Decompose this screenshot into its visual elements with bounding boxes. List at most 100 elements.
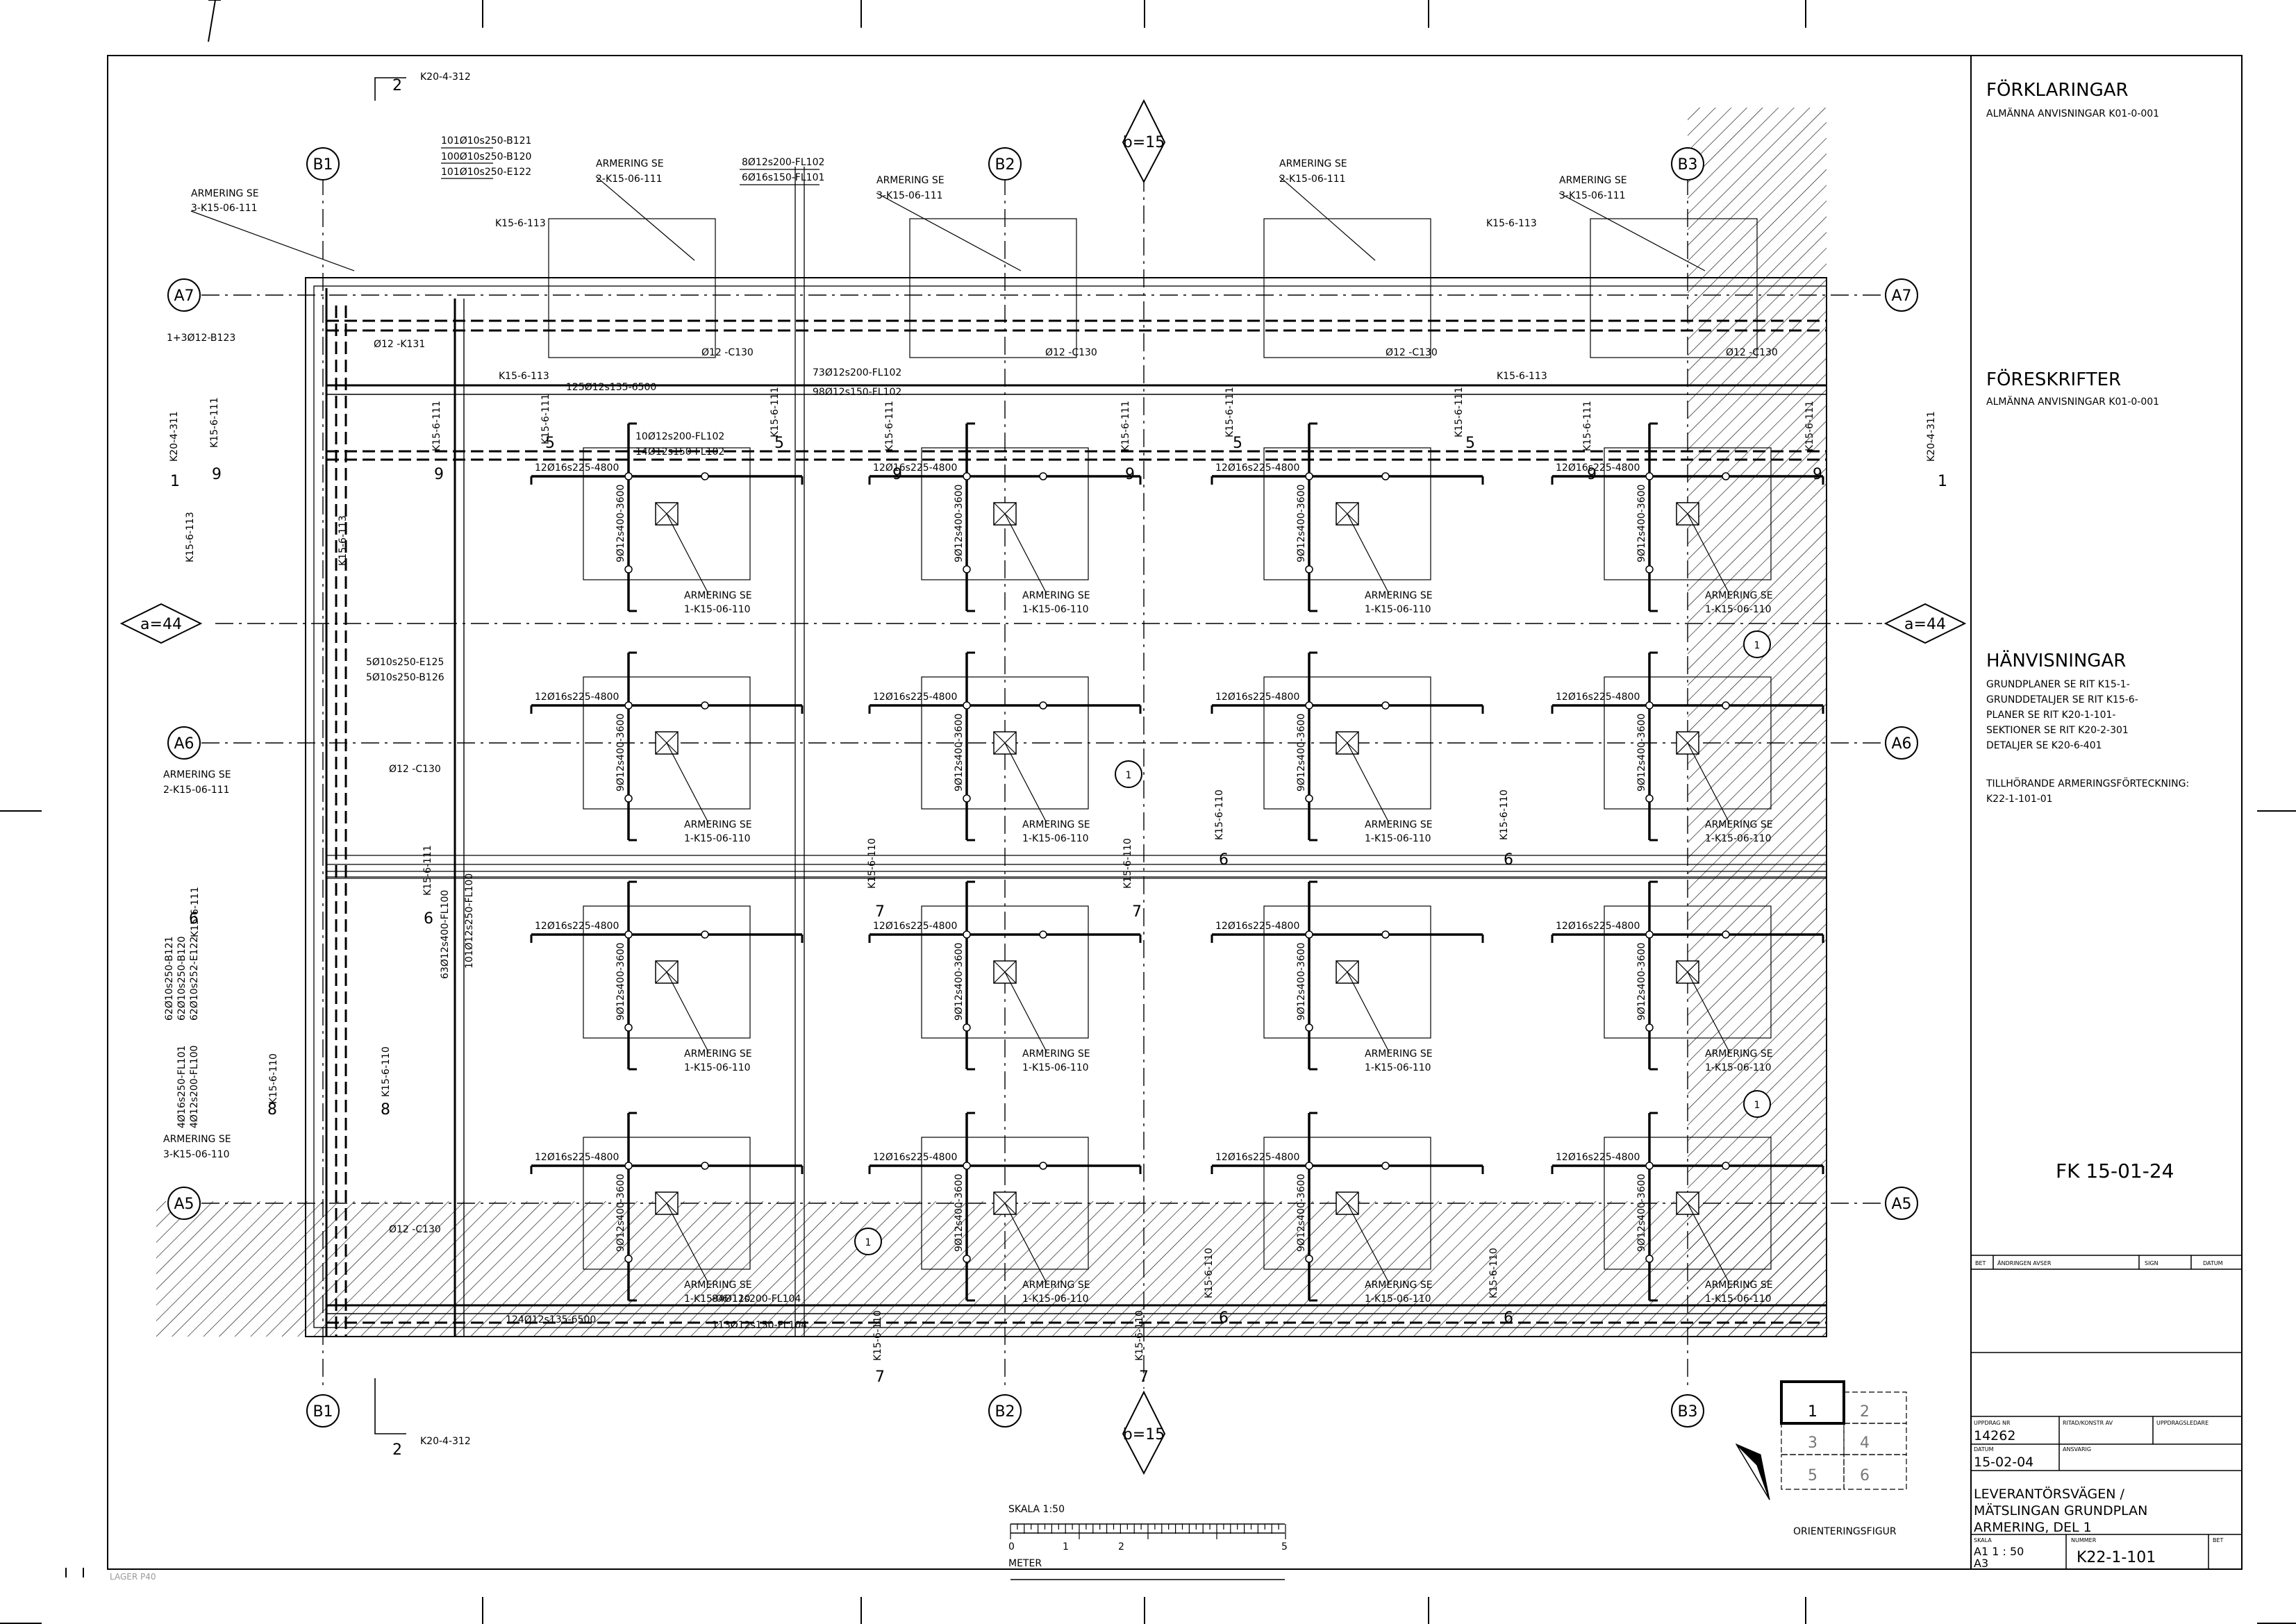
annotation: 62Ø10s250-B120: [176, 936, 188, 1021]
rebar-label: 12Ø16s225-4800: [1556, 1152, 1640, 1163]
rebar-label: 12Ø16s225-4800: [873, 462, 957, 474]
section-num: 8: [381, 1101, 390, 1119]
annotation: 5Ø10s250-B126: [366, 672, 444, 683]
section-num: 6: [1504, 1309, 1513, 1327]
scale-tick-label: 0: [1008, 1541, 1015, 1552]
annotation: K15-6-113: [499, 371, 549, 382]
panel-line: TILLHÖRANDE ARMERINGSFÖRTECKNING:: [1986, 777, 2189, 789]
annotation: K15-6-111: [540, 394, 551, 444]
rebar-label: 9Ø12s400-3600: [1636, 714, 1647, 792]
annotation: ARMERING SE: [1365, 1280, 1433, 1291]
annotation: K15-6-113: [495, 218, 546, 229]
section-num: 5: [545, 435, 555, 452]
annotation: ARMERING SE: [1365, 1048, 1433, 1060]
grid-label: A6: [1891, 735, 1911, 753]
tb-label: UPPDRAG NR: [1974, 1420, 2011, 1426]
tb-skala: A1 1 : 50: [1974, 1545, 2024, 1558]
grid-bubble-a6-right: A6: [1885, 726, 1918, 760]
grid-bubble-a5-left: A5: [167, 1187, 201, 1220]
section-num: 8: [267, 1101, 277, 1119]
section-num: 5: [1233, 435, 1242, 452]
annotation: K15-6-110: [1488, 1248, 1499, 1298]
grid-label: B2: [995, 156, 1015, 174]
annotation: 63Ø12s400-FL100: [440, 890, 451, 979]
tb-label: RITAD/KONSTR AV: [2063, 1420, 2113, 1426]
orientation-cell: 3: [1808, 1434, 1817, 1452]
scale-title: SKALA 1:50: [1008, 1504, 1065, 1515]
annotation: 101Ø12s250-FL100: [464, 873, 475, 969]
annotation: K15-6-111: [1582, 401, 1593, 451]
grid-bubbles: B1 B2 B3 B1 B2 B3 A7 A6 A5 A7 A6 A5 b=15…: [119, 99, 1967, 1475]
annotation: Ø12 -C130: [1045, 347, 1097, 358]
section-num: 1: [170, 473, 180, 490]
annotation: 1-K15-06-110: [1022, 1294, 1089, 1305]
annotation: 1-K15-06-110: [1365, 604, 1431, 615]
rev-header: BET: [1975, 1260, 1986, 1266]
grid-bubble-b1-top: B1: [306, 147, 340, 181]
grid-label: B1: [313, 1403, 333, 1421]
rebar-label: 12Ø16s225-4800: [535, 462, 619, 474]
annotation: K15-6-111: [209, 397, 220, 448]
rebar-label: 12Ø16s225-4800: [535, 692, 619, 703]
section-num: 9: [892, 466, 902, 483]
panel-line: SEKTIONER SE RIT K20-2-301: [1986, 725, 2129, 736]
annotation: ARMERING SE: [1022, 1048, 1090, 1060]
section-num: 6: [1219, 1309, 1229, 1327]
annotation: 6Ø16s150-FL101: [742, 172, 824, 183]
annotation: K15-6-111: [190, 887, 201, 937]
diamond-label: b=15: [1123, 134, 1165, 151]
section-num: 5: [774, 435, 784, 452]
annotation: K15-6-111: [770, 387, 781, 437]
grid-bubble-b3-top: B3: [1671, 147, 1704, 181]
tb-label: ANSVARIG: [2063, 1446, 2091, 1453]
rebar-label: 9Ø12s400-3600: [1296, 943, 1307, 1021]
rebar-label: 12Ø16s225-4800: [1556, 692, 1640, 703]
rebar-label: 12Ø16s225-4800: [535, 921, 619, 932]
annotation: ARMERING SE: [596, 158, 664, 169]
rebar-label: 9Ø12s400-3600: [1296, 485, 1307, 562]
annotation: K15-6-111: [1120, 401, 1131, 451]
section-num: 9: [1125, 466, 1135, 483]
annotation: K15-6-111: [431, 401, 442, 451]
orientation-cell: 2: [1860, 1403, 1870, 1421]
annotation: K15-6-110: [1214, 789, 1225, 840]
annotation: 84Ø12s200-FL104: [712, 1294, 801, 1305]
annotation: 1+3Ø12-B123: [167, 333, 235, 344]
rev-header: DATUM: [2203, 1260, 2223, 1266]
annotation: 10Ø12s200-FL102: [635, 431, 724, 442]
title-block: [1971, 1255, 2242, 1569]
rev-header: SIGN: [2145, 1260, 2158, 1266]
section-num: 7: [875, 1368, 885, 1386]
tb-datum: 15-02-04: [1974, 1455, 2033, 1470]
annotation: K15-6-111: [1224, 387, 1236, 437]
annotation: K15-6-113: [1486, 218, 1537, 229]
annotation: Ø12 -K131: [374, 339, 425, 350]
annotation: ARMERING SE: [684, 1048, 752, 1060]
rebar-label: 9Ø12s400-3600: [954, 943, 965, 1021]
annotation: 3-K15-06-111: [1559, 190, 1626, 201]
drawing-frame: [107, 55, 2243, 1570]
annotation: K20-4-311: [169, 411, 180, 462]
annotation: 125Ø12s135-6500: [566, 382, 656, 393]
grid-bubble-a6-left: A6: [167, 726, 201, 760]
orientation-cell: 6: [1860, 1467, 1870, 1484]
rebar-label: 9Ø12s400-3600: [1296, 714, 1307, 792]
detail-number: 1: [1126, 770, 1132, 781]
grid-bubble-a7-right: A7: [1885, 278, 1918, 312]
annotation: 1-K15-06-110: [1365, 833, 1431, 844]
rebar-label: 12Ø16s225-4800: [535, 1152, 619, 1163]
rebar-label: 9Ø12s400-3600: [954, 714, 965, 792]
rebar-label: 9Ø12s400-3600: [615, 714, 626, 792]
rebar-label: 9Ø12s400-3600: [954, 485, 965, 562]
annotation: K15-6-110: [381, 1046, 392, 1097]
section-num: 1: [1938, 473, 1947, 490]
rebar-label: 9Ø12s400-3600: [615, 943, 626, 1021]
rebar-label: 9Ø12s400-3600: [1296, 1174, 1307, 1252]
diamond-label: a=44: [1904, 616, 1946, 633]
detail-markers: [854, 630, 1771, 1255]
